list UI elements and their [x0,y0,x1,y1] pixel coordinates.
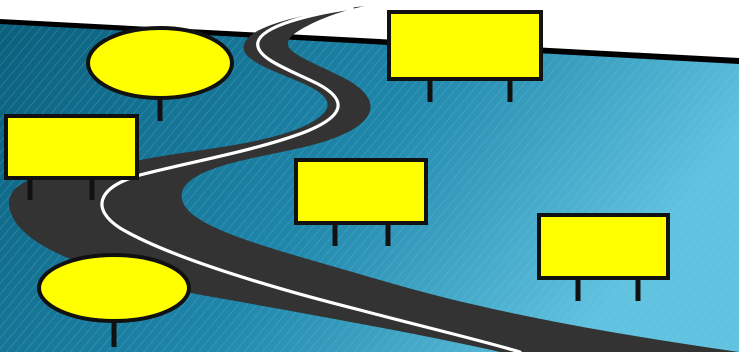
rect-sign-board [539,215,668,278]
rect-sign-board [296,160,426,223]
rect-sign-board [6,116,137,178]
rect-sign-board [389,12,541,79]
oval-sign-board [88,28,232,98]
oval-sign-board [39,255,189,321]
